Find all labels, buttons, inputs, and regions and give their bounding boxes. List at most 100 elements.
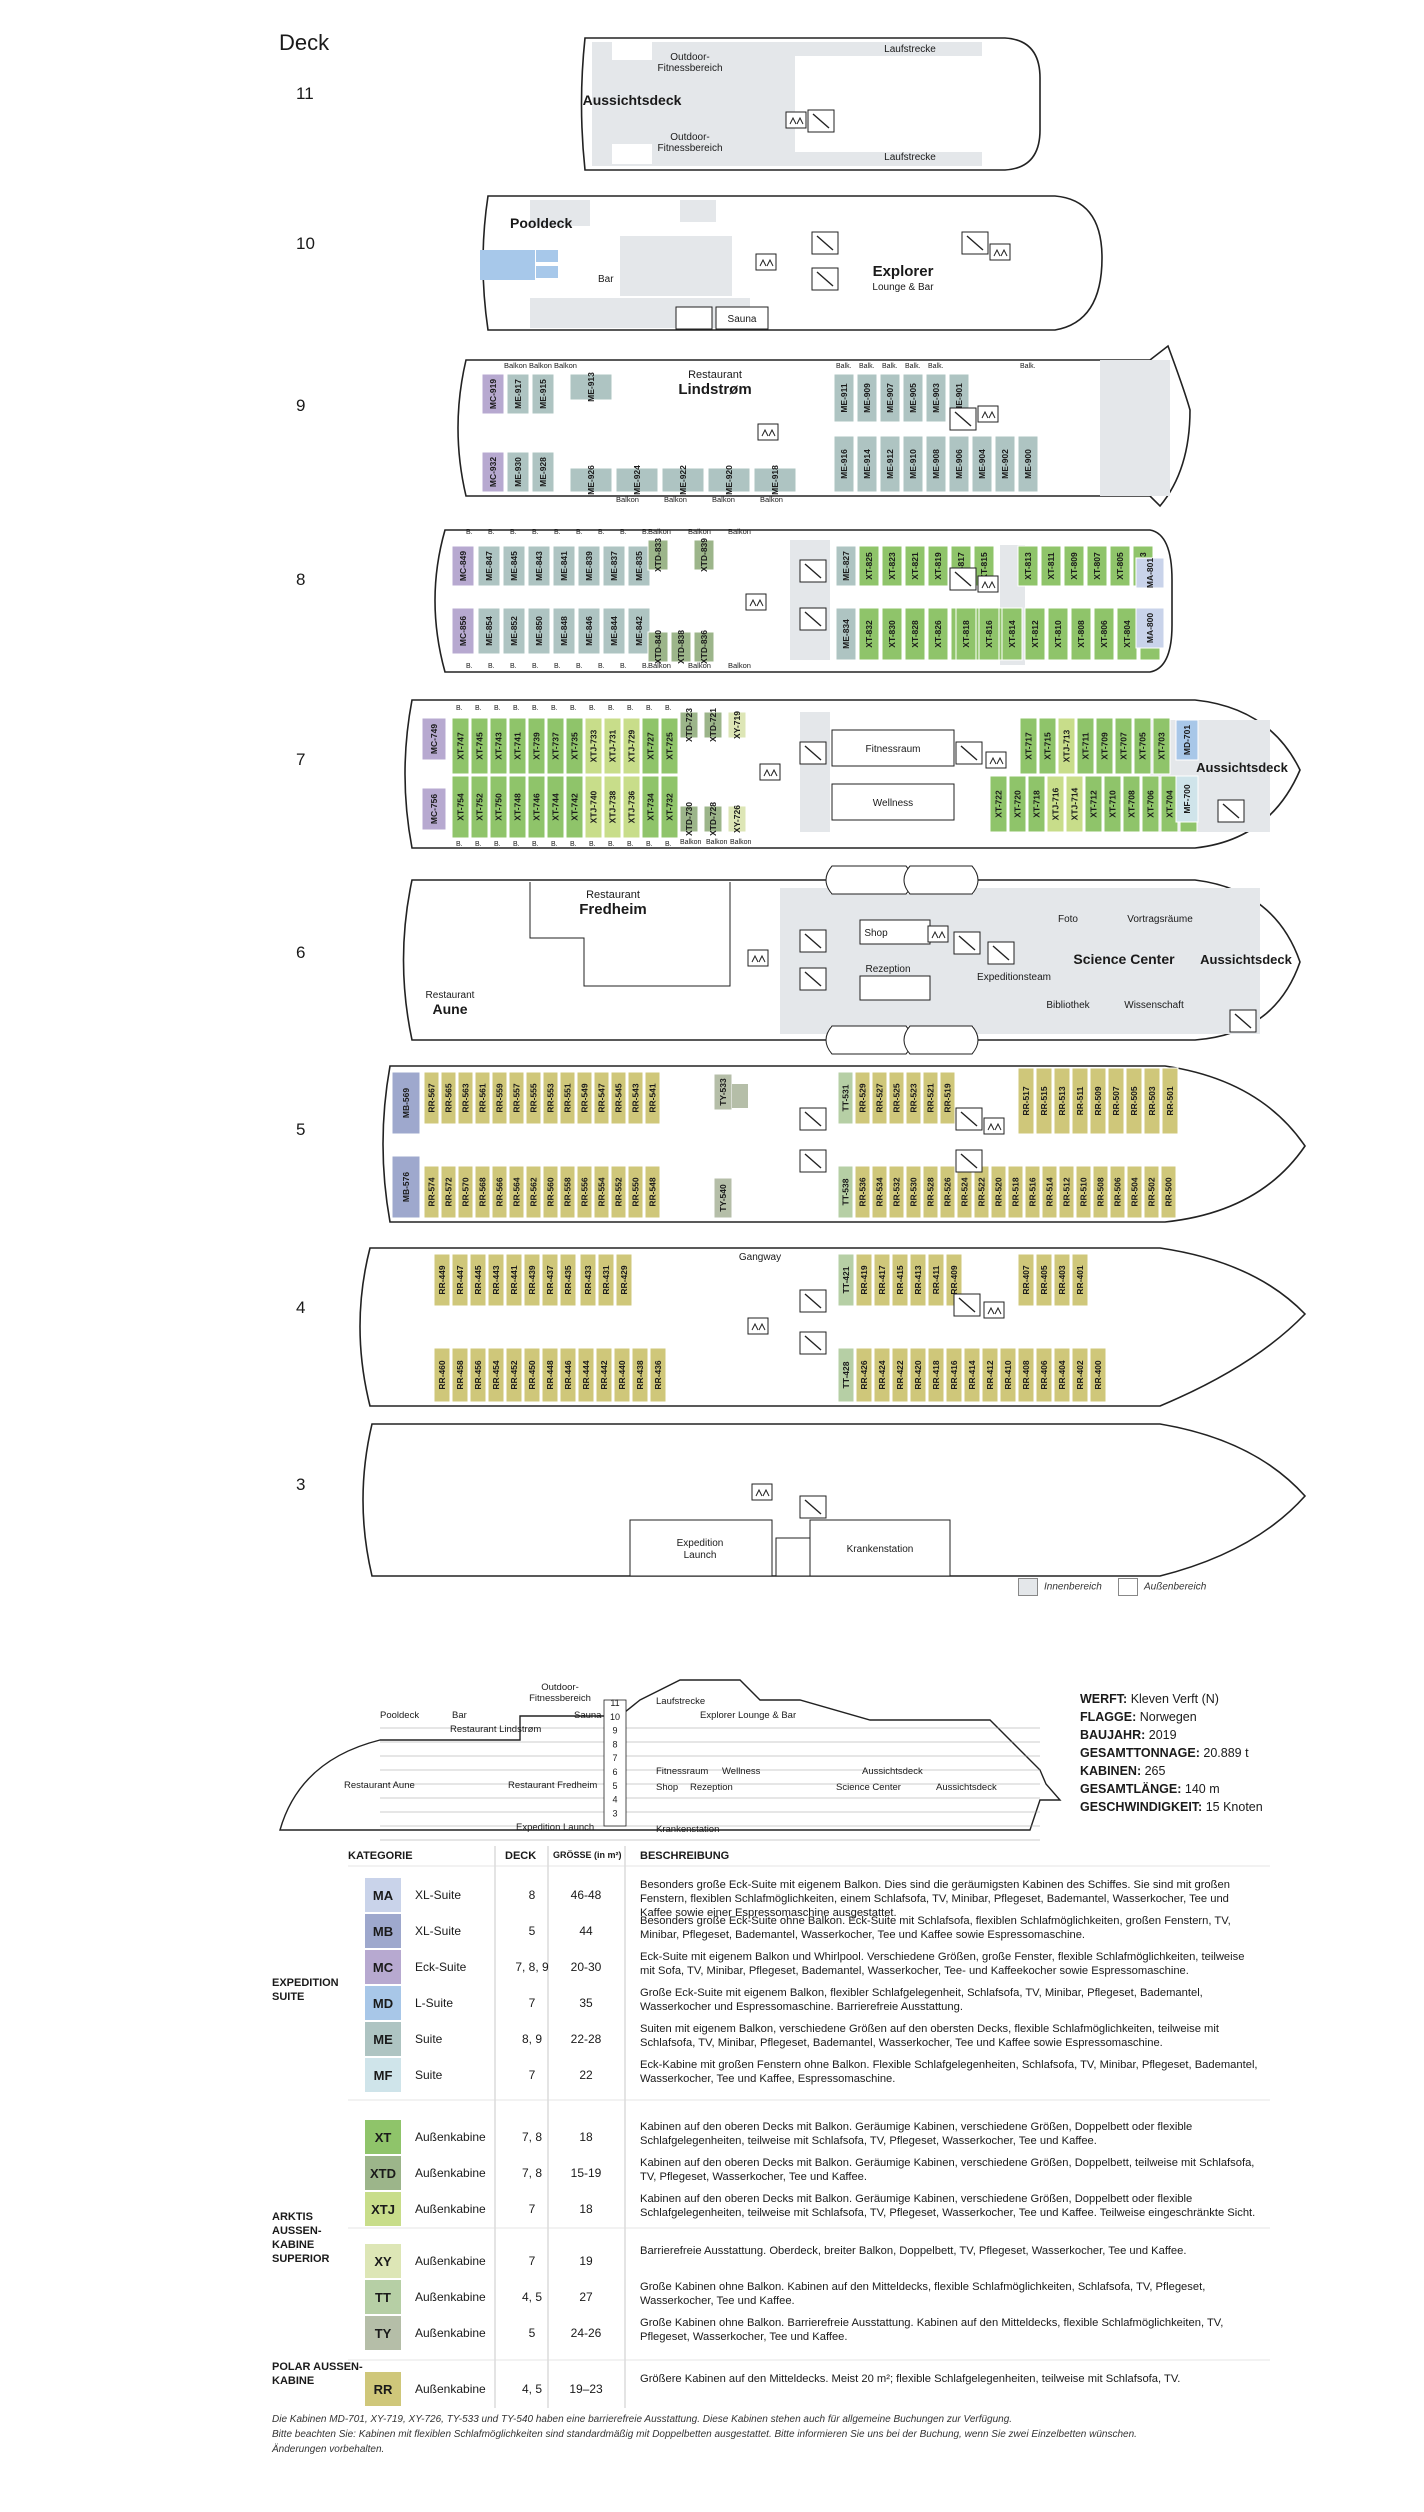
cabin-me-907[interactable] bbox=[879, 373, 901, 423]
cabin-xt-809[interactable] bbox=[1063, 545, 1085, 587]
cabin-me-843[interactable] bbox=[527, 545, 551, 587]
cabin-xtd-833[interactable] bbox=[647, 539, 669, 571]
cabin-me-906[interactable] bbox=[948, 435, 970, 493]
cabin-xtd-721[interactable] bbox=[703, 711, 723, 739]
cabin-xt-710[interactable] bbox=[1103, 775, 1122, 833]
cabin-mc-856[interactable] bbox=[451, 607, 475, 655]
cabin-xt-706[interactable] bbox=[1141, 775, 1160, 833]
cabin-rr-534[interactable] bbox=[871, 1165, 888, 1219]
cabin-rr-444[interactable] bbox=[577, 1347, 595, 1403]
cabin-rr-514[interactable] bbox=[1041, 1165, 1058, 1219]
cabin-mc-932[interactable] bbox=[481, 451, 505, 493]
cabin-mc-756[interactable] bbox=[421, 787, 447, 831]
cabin-rr-443[interactable] bbox=[487, 1253, 505, 1307]
cabin-rr-437[interactable] bbox=[541, 1253, 559, 1307]
cabin-rr-433[interactable] bbox=[579, 1253, 597, 1307]
cabin-rr-446[interactable] bbox=[559, 1347, 577, 1403]
cabin-xt-812[interactable] bbox=[1024, 607, 1046, 661]
cabin-xtj-733[interactable] bbox=[584, 717, 603, 775]
cabin-rr-529[interactable] bbox=[854, 1071, 871, 1125]
cabin-rr-567[interactable] bbox=[423, 1071, 440, 1125]
cabin-xt-735[interactable] bbox=[565, 717, 584, 775]
cabin-xt-722[interactable] bbox=[989, 775, 1008, 833]
cabin-xt-819[interactable] bbox=[927, 545, 949, 587]
cabin-me-902[interactable] bbox=[994, 435, 1016, 493]
cabin-tt-421[interactable] bbox=[837, 1253, 855, 1307]
cabin-me-924[interactable] bbox=[615, 467, 659, 493]
cabin-xtd-730[interactable] bbox=[679, 805, 699, 833]
cabin-rr-411[interactable] bbox=[927, 1253, 945, 1307]
cabin-xt-814[interactable] bbox=[1001, 607, 1023, 661]
cabin-rr-532[interactable] bbox=[888, 1165, 905, 1219]
cabin-rr-410[interactable] bbox=[999, 1347, 1017, 1403]
cabin-xt-825[interactable] bbox=[858, 545, 880, 587]
cabin-me-911[interactable] bbox=[833, 373, 855, 423]
cabin-me-842[interactable] bbox=[627, 607, 651, 655]
cabin-xt-717[interactable] bbox=[1019, 717, 1038, 775]
cabin-rr-440[interactable] bbox=[613, 1347, 631, 1403]
cabin-xt-711[interactable] bbox=[1076, 717, 1095, 775]
cabin-rr-420[interactable] bbox=[909, 1347, 927, 1403]
cabin-xt-752[interactable] bbox=[470, 775, 489, 839]
cabin-xt-811[interactable] bbox=[1040, 545, 1062, 587]
cabin-rr-527[interactable] bbox=[871, 1071, 888, 1125]
cabin-me-846[interactable] bbox=[577, 607, 601, 655]
cabin-me-827[interactable] bbox=[835, 545, 857, 587]
cabin-rr-404[interactable] bbox=[1053, 1347, 1071, 1403]
cabin-mc-749[interactable] bbox=[421, 717, 447, 761]
cabin-xt-744[interactable] bbox=[546, 775, 565, 839]
cabin-rr-564[interactable] bbox=[508, 1165, 525, 1219]
cabin-rr-403[interactable] bbox=[1053, 1253, 1071, 1307]
cabin-rr-521[interactable] bbox=[922, 1071, 939, 1125]
cabin-rr-414[interactable] bbox=[963, 1347, 981, 1403]
cabin-tt-538[interactable] bbox=[837, 1165, 854, 1219]
cabin-rr-570[interactable] bbox=[457, 1165, 474, 1219]
cabin-xt-734[interactable] bbox=[641, 775, 660, 839]
cabin-rr-431[interactable] bbox=[597, 1253, 615, 1307]
cabin-rr-402[interactable] bbox=[1071, 1347, 1089, 1403]
cabin-xt-750[interactable] bbox=[489, 775, 508, 839]
cabin-me-837[interactable] bbox=[602, 545, 626, 587]
cabin-rr-558[interactable] bbox=[559, 1165, 576, 1219]
cabin-xtj-736[interactable] bbox=[622, 775, 641, 839]
cabin-ma-801[interactable] bbox=[1135, 557, 1165, 589]
cabin-rr-448[interactable] bbox=[541, 1347, 559, 1403]
cabin-rr-530[interactable] bbox=[905, 1165, 922, 1219]
cabin-xtj-740[interactable] bbox=[584, 775, 603, 839]
cabin-rr-504[interactable] bbox=[1126, 1165, 1143, 1219]
cabin-rr-418[interactable] bbox=[927, 1347, 945, 1403]
cabin-xt-821[interactable] bbox=[904, 545, 926, 587]
cabin-rr-458[interactable] bbox=[451, 1347, 469, 1403]
cabin-xt-745[interactable] bbox=[470, 717, 489, 775]
cabin-rr-406[interactable] bbox=[1035, 1347, 1053, 1403]
cabin-rr-452[interactable] bbox=[505, 1347, 523, 1403]
cabin-xt-727[interactable] bbox=[641, 717, 660, 775]
cabin-xt-816[interactable] bbox=[978, 607, 1000, 661]
cabin-rr-545[interactable] bbox=[610, 1071, 627, 1125]
cabin-rr-438[interactable] bbox=[631, 1347, 649, 1403]
cabin-rr-547[interactable] bbox=[593, 1071, 610, 1125]
cabin-xtd-840[interactable] bbox=[647, 631, 669, 663]
cabin-xt-813[interactable] bbox=[1017, 545, 1039, 587]
cabin-rr-449[interactable] bbox=[433, 1253, 451, 1307]
cabin-rr-513[interactable] bbox=[1053, 1067, 1071, 1135]
cabin-rr-447[interactable] bbox=[451, 1253, 469, 1307]
cabin-xy-726[interactable] bbox=[727, 805, 747, 833]
cabin-md-701[interactable] bbox=[1175, 719, 1199, 761]
cabin-rr-512[interactable] bbox=[1058, 1165, 1075, 1219]
cabin-rr-550[interactable] bbox=[627, 1165, 644, 1219]
cabin-me-844[interactable] bbox=[602, 607, 626, 655]
cabin-xt-715[interactable] bbox=[1038, 717, 1057, 775]
cabin-rr-552[interactable] bbox=[610, 1165, 627, 1219]
cabin-xt-754[interactable] bbox=[451, 775, 470, 839]
cabin-me-917[interactable] bbox=[506, 373, 530, 415]
cabin-xtj-731[interactable] bbox=[603, 717, 622, 775]
cabin-xt-703[interactable] bbox=[1152, 717, 1171, 775]
cabin-rr-445[interactable] bbox=[469, 1253, 487, 1307]
cabin-rr-422[interactable] bbox=[891, 1347, 909, 1403]
cabin-rr-549[interactable] bbox=[576, 1071, 593, 1125]
cabin-me-913[interactable] bbox=[569, 373, 613, 401]
cabin-me-900[interactable] bbox=[1017, 435, 1039, 493]
cabin-mf-700[interactable] bbox=[1175, 775, 1199, 823]
cabin-me-850[interactable] bbox=[527, 607, 551, 655]
